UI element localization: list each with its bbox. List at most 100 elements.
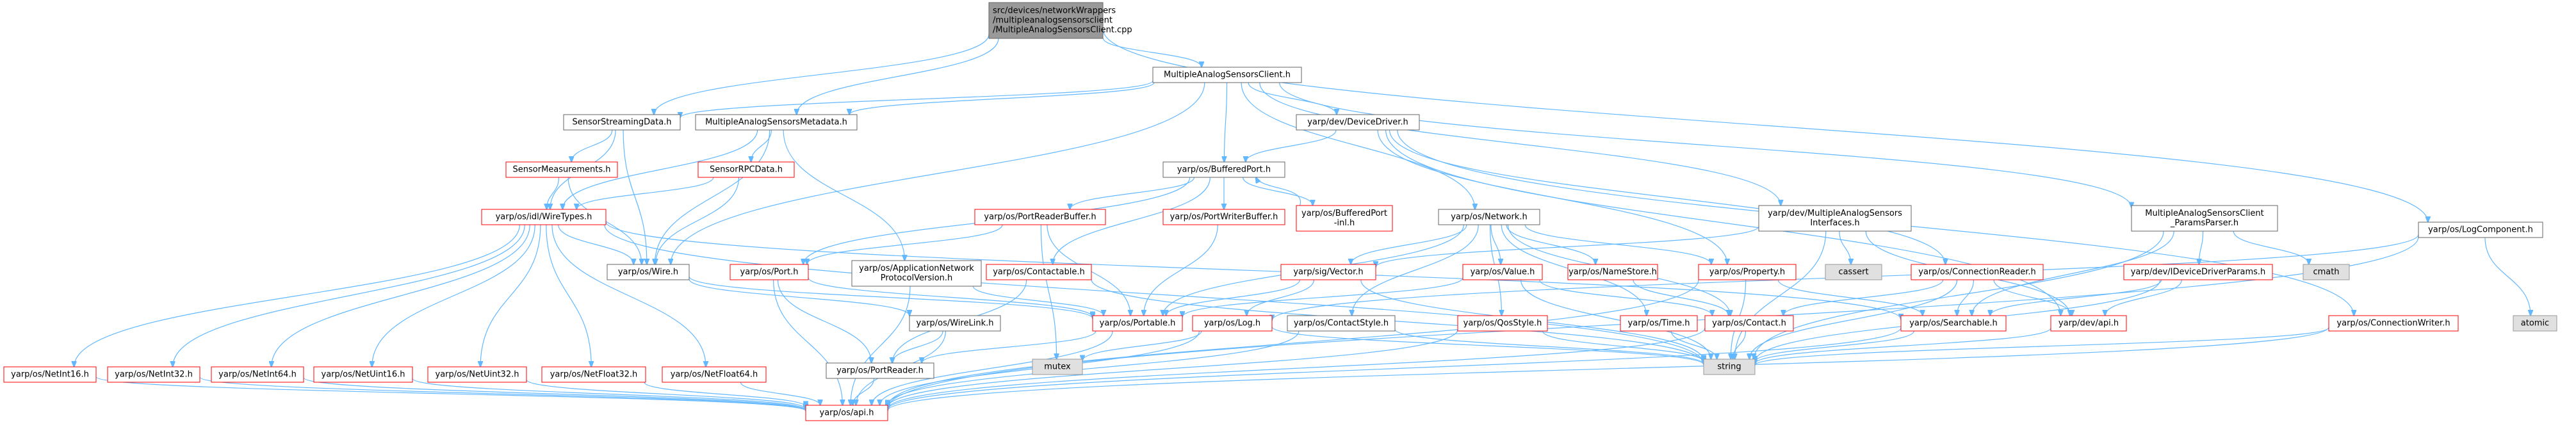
edge-property-to-searchable <box>1777 279 1922 316</box>
edge-bufport-to-bufport_inl <box>1243 177 1313 206</box>
node-label: yarp/sig/Vector.h <box>1293 268 1363 277</box>
node-box <box>986 264 1092 280</box>
node-nu16[interactable]: yarp/os/NetUint16.h <box>313 366 413 383</box>
node-value[interactable]: yarp/os/Value.h <box>1462 264 1543 280</box>
node-sigvec[interactable]: yarp/sig/Vector.h <box>1280 264 1376 280</box>
node-network[interactable]: yarp/os/Network.h <box>1438 209 1540 225</box>
edge-devapi-to-string <box>1755 327 2051 364</box>
node-nu32[interactable]: yarp/os/NetUint32.h <box>427 366 527 383</box>
node-label: yarp/os/ContactStyle.h <box>1294 319 1389 328</box>
node-portwb[interactable]: yarp/os/PortWriterBuffer.h <box>1162 209 1285 225</box>
edge-time-to-string <box>1670 330 1716 359</box>
edge-wiretypes-to-nf64 <box>551 224 706 367</box>
node-bufport_inl[interactable]: yarp/os/BufferedPort-inl.h <box>1296 205 1393 232</box>
node-label: mutex <box>1044 362 1071 372</box>
node-portable[interactable]: yarp/os/Portable.h <box>1092 315 1183 332</box>
edge-connwriter-to-string <box>1755 327 2329 366</box>
node-masi[interactable]: yarp/dev/MultipleAnalogSensorsInterfaces… <box>1758 205 1912 232</box>
edge-masm_h-to-sensrpc <box>751 129 772 162</box>
node-box <box>1457 315 1548 332</box>
node-box <box>2050 315 2127 332</box>
node-masm_h[interactable]: MultipleAnalogSensorsMetadata.h <box>695 114 858 131</box>
node-nf64[interactable]: yarp/os/NetFloat64.h <box>662 366 767 383</box>
node-connreader[interactable]: yarp/os/ConnectionReader.h <box>1911 264 2044 280</box>
node-box <box>541 366 646 383</box>
node-portreader[interactable]: yarp/os/PortReader.h <box>826 362 934 379</box>
node-box <box>563 114 681 131</box>
edge-portrb-to-port <box>807 224 1003 264</box>
node-wire[interactable]: yarp/os/Wire.h <box>607 264 690 280</box>
edge-root-to-masm_h <box>797 38 999 115</box>
edge-contact-to-osapi <box>888 327 1706 409</box>
edge-port-to-osapi <box>773 279 843 405</box>
node-box <box>1280 264 1376 280</box>
node-time[interactable]: yarp/os/Time.h <box>1620 315 1698 332</box>
edge-wiretypes-to-nf32 <box>546 224 591 367</box>
node-devdrv[interactable]: yarp/dev/DeviceDriver.h <box>1296 114 1420 131</box>
node-idevparams[interactable]: yarp/dev/IDeviceDriverParams.h <box>2123 264 2273 280</box>
edge-contactstyle-to-string <box>1394 329 1704 364</box>
node-port[interactable]: yarp/os/Port.h <box>730 264 809 280</box>
edge-root-to-ssd_h <box>654 34 990 115</box>
node-log[interactable]: yarp/os/Log.h <box>1192 315 1273 332</box>
node-devapi[interactable]: yarp/dev/api.h <box>2050 315 2127 332</box>
node-wirelink[interactable]: yarp/os/WireLink.h <box>909 315 1001 332</box>
node-box <box>1703 359 1756 375</box>
node-searchable[interactable]: yarp/os/Searchable.h <box>1900 315 2007 332</box>
node-property[interactable]: yarp/os/Property.h <box>1698 264 1797 280</box>
node-box <box>1698 264 1797 280</box>
node-ssd_h[interactable]: SensorStreamingData.h <box>563 114 681 131</box>
node-string: string <box>1703 359 1756 375</box>
edge-wiretypes-to-ni16 <box>74 224 520 367</box>
node-contact_able[interactable]: yarp/os/Contactable.h <box>986 264 1092 280</box>
node-namestore[interactable]: yarp/os/NameStore.h <box>1567 264 1658 280</box>
node-osapi[interactable]: yarp/os/api.h <box>805 405 888 421</box>
node-box <box>607 264 690 280</box>
node-logcomp[interactable]: yarp/os/LogComponent.h <box>2418 222 2543 238</box>
node-label: yarp/os/LogComponent.h <box>2428 225 2533 235</box>
edge-masm_h-to-appnpv <box>783 129 904 261</box>
node-wiretypes[interactable]: yarp/os/idl/WireTypes.h <box>481 209 607 225</box>
edge-masc_pp-to-idevparams <box>2199 230 2204 264</box>
node-cmath: cmath <box>2303 264 2350 280</box>
node-masc_pp[interactable]: MultipleAnalogSensorsClient_ParamsParser… <box>2131 205 2278 232</box>
node-ni32[interactable]: yarp/os/NetInt32.h <box>107 366 200 383</box>
edge-log-to-string <box>1271 326 1704 364</box>
node-box <box>211 366 304 383</box>
edge-wire-to-portable <box>689 276 1093 319</box>
node-qosstyle[interactable]: yarp/os/QosStyle.h <box>1457 315 1548 332</box>
node-sensrpc[interactable]: SensorRPCData.h <box>697 161 795 178</box>
node-label: yarp/os/Searchable.h <box>1909 319 1998 328</box>
node-ni64[interactable]: yarp/os/NetInt64.h <box>211 366 304 383</box>
node-box <box>805 405 888 421</box>
node-label: yarp/os/Contact.h <box>1712 319 1786 328</box>
node-contactstyle[interactable]: yarp/os/ContactStyle.h <box>1287 315 1396 332</box>
edge-ssd_h-to-wire <box>623 129 647 264</box>
node-label: yarp/os/WireLink.h <box>917 319 994 328</box>
edge-masm_h-to-wiretypes <box>562 129 758 209</box>
node-box <box>2123 264 2273 280</box>
node-nf32[interactable]: yarp/os/NetFloat32.h <box>541 366 646 383</box>
node-label: yarp/os/idl/WireTypes.h <box>496 213 592 222</box>
node-box <box>2513 315 2557 332</box>
edge-masi-to-sigvec <box>1376 226 1759 268</box>
edge-ni64-to-osapi <box>303 377 806 410</box>
edge-value-to-portable <box>1182 277 1463 317</box>
node-masc_h[interactable]: MultipleAnalogSensorsClient.h <box>1152 67 1302 83</box>
node-portrb[interactable]: yarp/os/PortReaderBuffer.h <box>974 209 1106 225</box>
edge-network-to-contactstyle <box>1352 224 1479 316</box>
node-ni16[interactable]: yarp/os/NetInt16.h <box>3 366 97 383</box>
node-bufport[interactable]: yarp/os/BufferedPort.h <box>1162 161 1285 178</box>
node-sensmeas[interactable]: SensorMeasurements.h <box>505 161 618 178</box>
edge-nf64-to-osapi <box>740 382 820 405</box>
edge-bufport-to-contact_able <box>1053 177 1211 264</box>
edge-layer <box>74 28 2531 411</box>
node-label: yarp/os/NetUint32.h <box>436 370 519 380</box>
node-connwriter[interactable]: yarp/os/ConnectionWriter.h <box>2328 315 2459 332</box>
node-label: yarp/os/ConnectionReader.h <box>1918 268 2036 277</box>
node-label: yarp/os/ConnectionWriter.h <box>2336 319 2450 328</box>
node-appnpv[interactable]: yarp/os/ApplicationNetworkProtocolVersio… <box>851 260 982 287</box>
node-contact[interactable]: yarp/os/Contact.h <box>1704 315 1794 332</box>
node-label: /multipleanalogsensorsclient <box>993 16 1113 26</box>
